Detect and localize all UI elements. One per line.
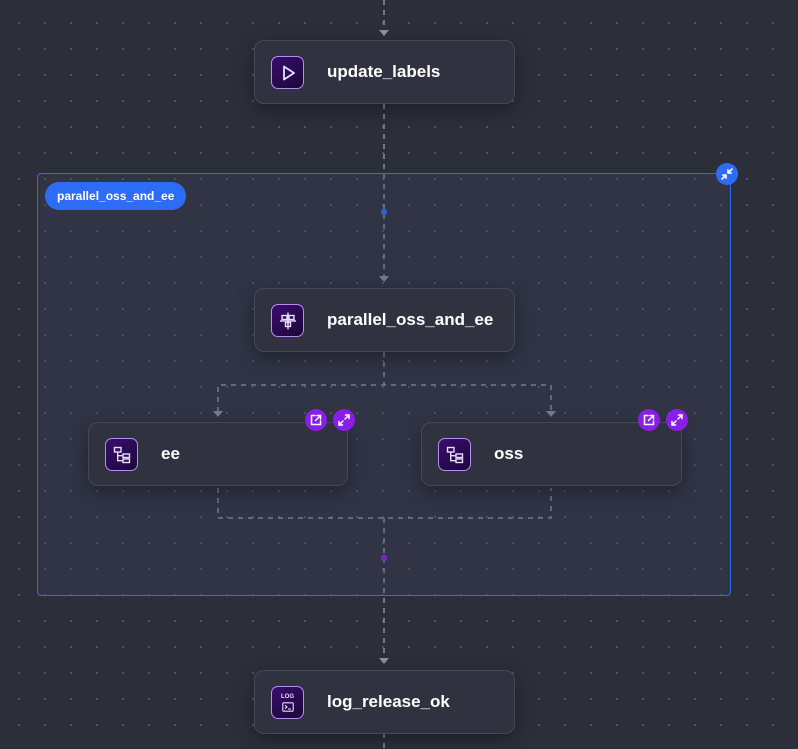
expand-icon [671, 414, 683, 426]
log-icon-text: LOG [281, 693, 294, 700]
node-update-labels[interactable]: update_labels [254, 40, 515, 104]
external-link-icon [643, 414, 655, 426]
subflow-icon [105, 438, 138, 471]
external-link-icon [310, 414, 322, 426]
play-icon [271, 56, 304, 89]
ee-open-subflow-button[interactable] [305, 409, 327, 431]
parallel-icon [271, 304, 304, 337]
node-label: parallel_oss_and_ee [327, 310, 494, 329]
node-log-release-ok[interactable]: LOG log_release_ok [254, 670, 515, 734]
node-label: update_labels [327, 62, 441, 81]
node-label: log_release_ok [327, 692, 450, 711]
expand-icon [338, 414, 350, 426]
collapse-icon [721, 168, 733, 180]
ee-expand-subflow-button[interactable] [333, 409, 355, 431]
cluster-parallel-oss-and-ee [37, 173, 731, 596]
oss-expand-subflow-button[interactable] [666, 409, 688, 431]
collapse-cluster-button[interactable] [716, 163, 738, 185]
node-oss[interactable]: oss [421, 422, 682, 486]
log-icon: LOG [271, 686, 304, 719]
node-label: oss [494, 444, 524, 463]
subflow-icon [438, 438, 471, 471]
cluster-label-badge: parallel_oss_and_ee [45, 182, 187, 210]
oss-open-subflow-button[interactable] [638, 409, 660, 431]
node-label: ee [161, 444, 180, 463]
node-parallel-oss-and-ee[interactable]: parallel_oss_and_ee [254, 288, 515, 352]
node-ee[interactable]: ee [88, 422, 348, 486]
